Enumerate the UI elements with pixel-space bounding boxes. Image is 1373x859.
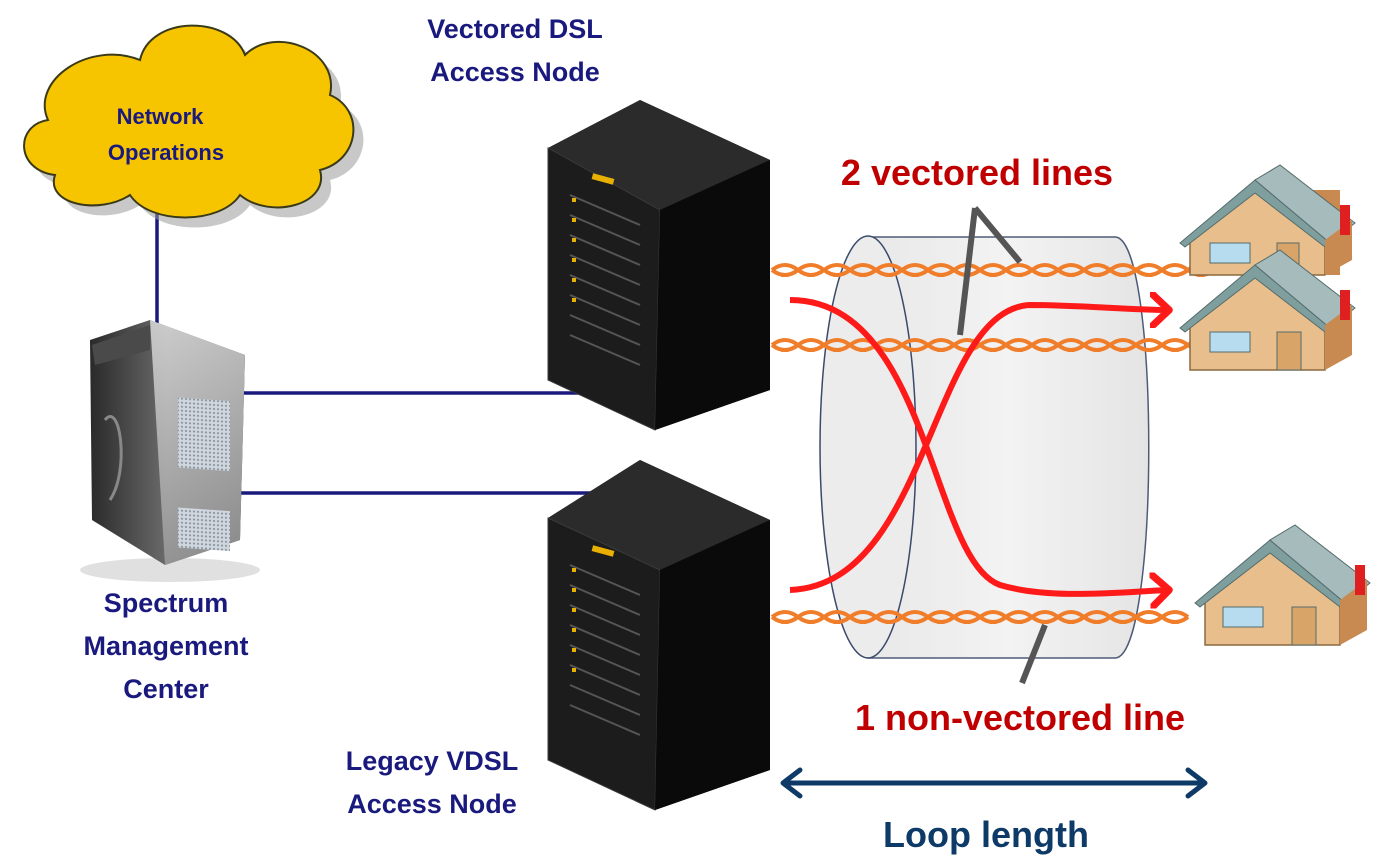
smc-label-2: Management: [83, 631, 248, 661]
vectored-node-label-2: Access Node: [430, 57, 600, 87]
loop-length-arrow: [780, 767, 1208, 799]
rack-server-icon: [547, 100, 770, 431]
network-ops-label-2: Operations: [108, 140, 224, 165]
smc-label-1: Spectrum: [104, 588, 229, 618]
network-ops-label-1: Network: [117, 104, 205, 129]
crosstalk-arrow-up: [789, 305, 1168, 593]
twisted-pair-line-3: [770, 610, 1190, 624]
loop-length-label: Loop length: [883, 814, 1089, 855]
server-tower-icon: [80, 320, 260, 582]
crosstalk-arrow-down: [789, 297, 1168, 594]
pointer-non-vectored: [1019, 623, 1048, 685]
house-icon: [1179, 249, 1356, 371]
pointer-vectored-1: [957, 207, 978, 336]
cloud-icon: Network Operations: [23, 24, 364, 228]
legacy-node-label-1: Legacy VDSL: [346, 746, 519, 776]
non-vectored-line-label: 1 non-vectored line: [855, 697, 1185, 738]
house-icon: [1194, 524, 1371, 646]
twisted-pair-line-2: [770, 338, 1216, 352]
smc-label-3: Center: [123, 674, 209, 704]
vectored-lines-label: 2 vectored lines: [841, 152, 1113, 193]
vectored-node-label-1: Vectored DSL: [427, 14, 603, 44]
twisted-pairs: [770, 263, 1216, 624]
legacy-node-label-2: Access Node: [347, 789, 517, 819]
twisted-pair-line-1: [770, 263, 1216, 277]
crosstalk-arrows: [789, 297, 1168, 594]
house-icon: [1179, 164, 1356, 276]
rack-server-icon: [547, 460, 770, 811]
pointer-vectored-2: [972, 206, 1023, 264]
